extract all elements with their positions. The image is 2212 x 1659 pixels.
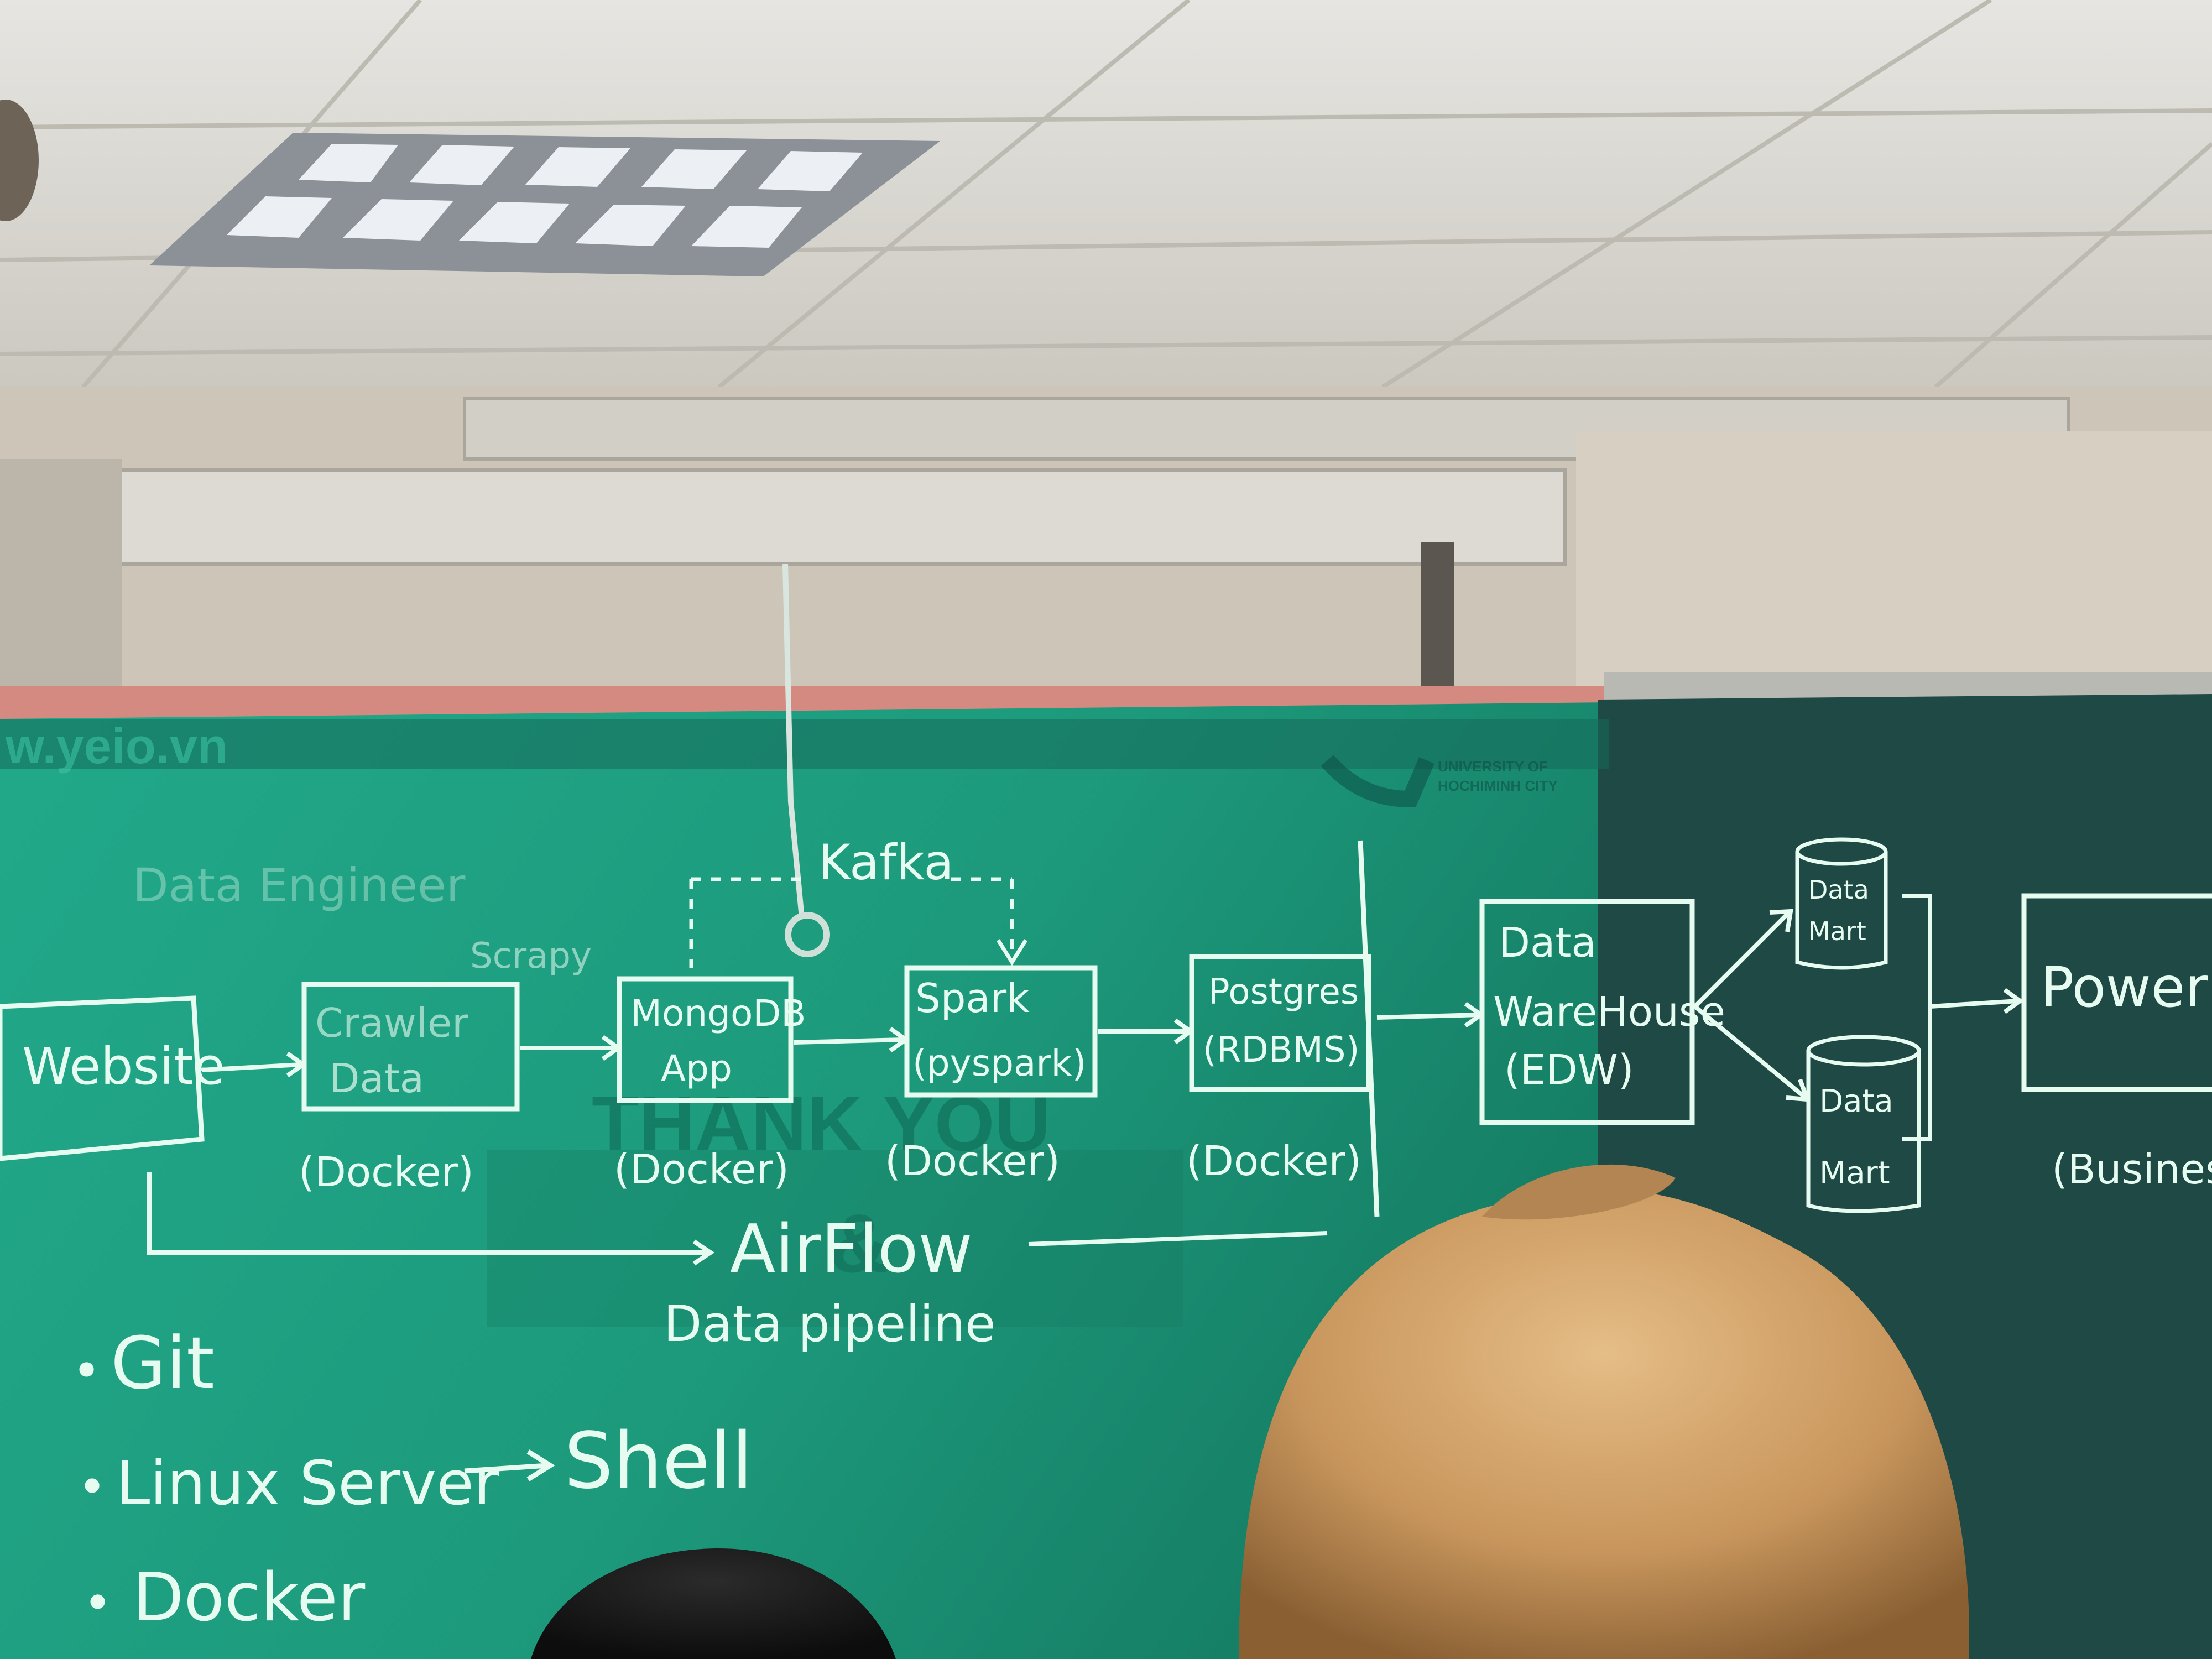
dwh-label-2: WareHouse (1493, 988, 1725, 1036)
crawler-label-1: Crawler (315, 1000, 468, 1046)
projection-ampersand: & (830, 1197, 889, 1290)
spark-label-2: (pyspark) (912, 1042, 1087, 1084)
data-mart-cylinders (1795, 837, 1921, 1213)
spark-box (904, 965, 1098, 1098)
green-board-projected (0, 702, 1609, 1659)
mongodb-label-1: MongoDB (630, 992, 806, 1035)
data-pipeline-label: Data pipeline (664, 1295, 996, 1353)
mongodb-box (617, 976, 794, 1103)
mart1-label-1: Data (1808, 875, 1869, 905)
student-head-blond (1239, 1188, 1969, 1659)
pipeline-arrows (147, 894, 2024, 1266)
postgres-label-1: Postgres (1208, 972, 1359, 1013)
crawler-box (301, 982, 520, 1112)
linux-shell-arrow (464, 1449, 555, 1481)
docker-label-mongodb: (Docker) (614, 1146, 789, 1193)
scrapy-note: Scrapy (470, 936, 592, 977)
bullet-linux: • (77, 1458, 107, 1516)
powerbi-label: Power B (2041, 955, 2212, 1020)
pipeline-boxes (0, 840, 2212, 1217)
docker-label-spark: (Docker) (885, 1138, 1060, 1185)
dwh-label-3: (EDW) (1504, 1046, 1634, 1094)
svg-text:HOCHIMINH CITY: HOCHIMINH CITY (1438, 778, 1558, 794)
university-logo: UNIVERSITY OF HOCHIMINH CITY (1321, 755, 1558, 808)
mongodb-label-2: App (661, 1047, 732, 1090)
powerbi-box (2021, 893, 2212, 1092)
kafka-arrowhead (997, 939, 1027, 966)
screen-housing-upper (463, 397, 2070, 461)
mart1-label-2: Mart (1808, 916, 1866, 946)
mart2-label-1: Data (1819, 1083, 1893, 1119)
student-head-dark (531, 1548, 896, 1659)
speaker-fixture (0, 100, 39, 221)
note-git: Git (111, 1321, 215, 1405)
crawler-label-2: Data (329, 1055, 424, 1102)
airflow-label: AirFlow (730, 1211, 973, 1288)
postgres-label-2: (RDBMS) (1203, 1030, 1359, 1071)
note-shell: Shell (564, 1416, 753, 1506)
note-linux: Linux Server (116, 1448, 499, 1519)
kafka-label: Kafka (818, 834, 953, 891)
website-label: Website (22, 1037, 225, 1096)
dwh-label-1: Data (1499, 919, 1597, 967)
bullet-docker: • (83, 1574, 112, 1632)
projection-banner (0, 719, 1609, 769)
watermark-text: w.yeio.vn (5, 719, 228, 774)
ceiling-light (149, 133, 940, 276)
window-frame (0, 459, 122, 708)
faint-title: Data Engineer (133, 858, 466, 912)
docker-label-postgres: (Docker) (1186, 1138, 1361, 1185)
dwh-box (1479, 899, 1695, 1125)
website-box (0, 995, 205, 1161)
svg-text:UNIVERSITY OF: UNIVERSITY OF (1438, 758, 1548, 775)
cord-ring (785, 912, 830, 957)
projected-slide-shadow (487, 1150, 1183, 1327)
docker-label-crawler: (Docker) (299, 1149, 474, 1196)
kafka-connectors (689, 877, 1014, 968)
business-label: (Business (2052, 1146, 2212, 1193)
bullet-git: • (72, 1342, 101, 1400)
spark-label-1: Spark (915, 975, 1030, 1021)
vertical-divider (1358, 840, 1380, 1217)
hair-bun (1482, 1164, 1676, 1220)
wall-panel-right (1576, 431, 2212, 686)
screen-housing (0, 468, 1567, 566)
note-docker: Docker (133, 1559, 366, 1636)
wall-pipe (1421, 542, 1454, 686)
mart2-label-2: Mart (1819, 1155, 1890, 1191)
